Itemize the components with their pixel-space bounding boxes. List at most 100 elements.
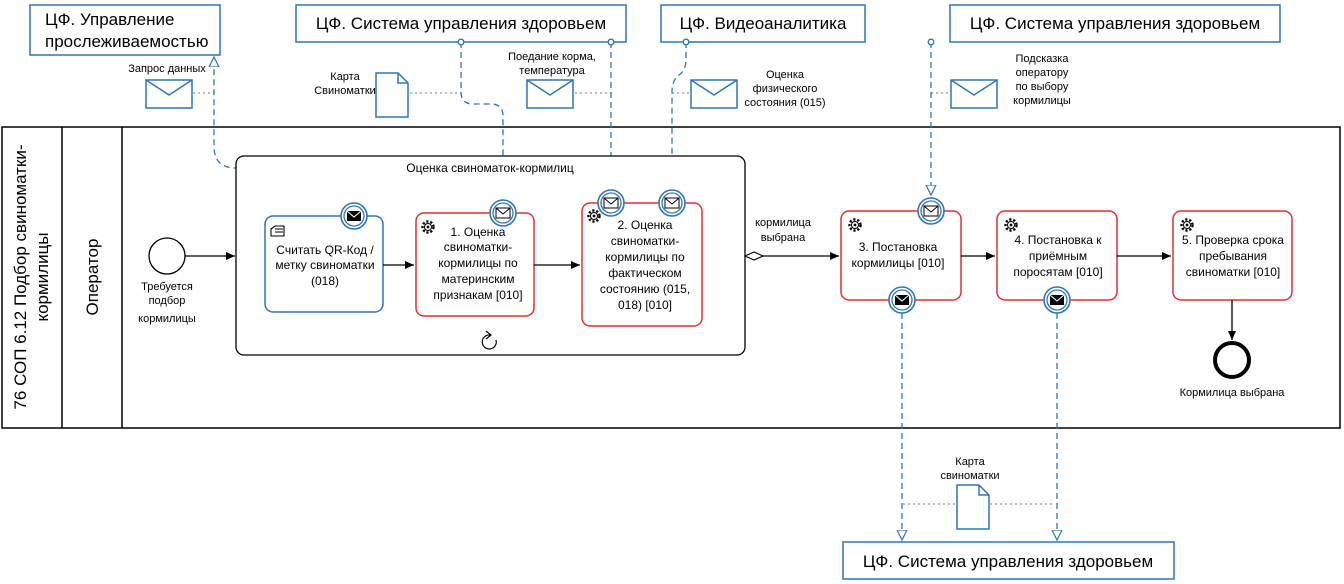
task-2-line-5: состоянию (015, [600, 282, 690, 296]
envelope-icon [923, 205, 939, 217]
task-2-line-6: 018) [010] [618, 298, 672, 312]
task-1-line-5: признакам [010] [433, 288, 522, 302]
envelope-icon [950, 79, 998, 109]
task-2-line-1: 2. Оценка [618, 218, 673, 232]
message-physical-line-2: физического [753, 83, 818, 95]
ext-health-top-1[interactable]: ЦФ. Система управления здоровьем [295, 4, 627, 43]
message-operator-hint-line-4: кормилицы [1013, 95, 1071, 107]
boundary-msg-scan[interactable] [340, 202, 368, 230]
envelope-icon [145, 79, 193, 109]
gear-icon [587, 209, 601, 223]
gear-icon [1180, 218, 1194, 232]
message-operator-hint-line-3: по выбору [1016, 81, 1069, 93]
boundary-msg-task-2-b[interactable] [658, 189, 686, 217]
boundary-msg-task-2-a[interactable] [597, 189, 625, 217]
boundary-msg-task-4-out[interactable] [1043, 286, 1071, 314]
task-3-line-2: кормилицы [010] [852, 256, 945, 270]
ext-health-bottom-label: ЦФ. Система управления здоровьем [863, 552, 1153, 571]
task-2-physical-assessment[interactable]: 2. Оценка свиноматки- кормилицы по факти… [581, 202, 703, 327]
ext-health-top-1-label: ЦФ. Система управления здоровьем [316, 14, 606, 33]
start-event[interactable] [148, 237, 186, 275]
message-feed-temp-line-1: Поедание корма, [508, 51, 596, 63]
pool-title-line-1: 76 СОП 6.12 Подбор свиноматки- [11, 144, 30, 409]
task-3-line-1: 3. Постановка [859, 240, 938, 254]
message-physical-state: Оценка физического состояния (015) [672, 69, 826, 109]
ext-video-analytics-label: ЦФ. Видеоаналитика [680, 14, 847, 33]
document-icon [375, 72, 409, 118]
start-event-label-line-1: Требуется [141, 281, 193, 293]
message-physical-line-3: состояния (015) [744, 97, 825, 109]
task-1-line-3: кормилицы по [438, 256, 518, 270]
start-event-label-line-3: кормилицы [138, 313, 196, 325]
ext-health-top-2[interactable]: ЦФ. Система управления здоровьем [949, 4, 1281, 43]
ext-health-top-2-label: ЦФ. Система управления здоровьем [970, 14, 1260, 33]
gear-icon [1004, 218, 1018, 232]
ext-traceability[interactable]: ЦФ. Управление прослеживаемостью [29, 4, 221, 56]
message-sow-card-top: Карта Свиноматки [314, 71, 461, 118]
document-icon [956, 484, 990, 530]
message-operator-hint-line-1: Подсказка [1016, 53, 1070, 65]
boundary-msg-task-3-out[interactable] [888, 286, 916, 314]
envelope-icon [1049, 294, 1065, 305]
message-feed-temp: Поедание корма, температура [508, 51, 611, 109]
message-operator-hint-line-2: оператору [1016, 67, 1069, 79]
task-1-line-1: 1. Оценка [451, 225, 506, 239]
task-scan-qr-line-3: (018) [311, 274, 339, 288]
task-3-assign-nurse[interactable]: 3. Постановка кормилицы [010] [840, 210, 962, 301]
message-feed-temp-line-2: температура [519, 65, 585, 77]
message-sow-card-bottom: Карта свиноматки [903, 456, 1055, 530]
loop-icon [481, 330, 497, 350]
task-scan-qr-line-1: Считать QR-Код / [276, 243, 374, 257]
task-4-line-1: 4. Постановка к [1014, 233, 1102, 247]
message-flow-physical[interactable] [672, 42, 687, 187]
task-1-maternal-assessment[interactable]: 1. Оценка свиноматки- кормилицы по матер… [415, 212, 535, 317]
message-data-request: Запрос данных [128, 63, 214, 109]
task-2-line-3: кормилицы по [605, 250, 685, 264]
message-sow-card-top-line-2: Свиноматки [314, 85, 376, 97]
task-5-line-1: 5. Проверка срока [1182, 233, 1284, 247]
envelope-icon [894, 294, 910, 305]
start-event-label-line-2: подбор [149, 295, 186, 307]
task-5-line-3: свиноматки [010] [1186, 265, 1281, 279]
ext-traceability-line-1: ЦФ. Управление [45, 10, 174, 29]
message-sow-card-bottom-line-2: свиноматки [940, 470, 999, 482]
flow-condition-line-2: выбрана [761, 232, 806, 244]
conditional-flow-diamond [743, 251, 765, 261]
task-2-line-4: фактическом [608, 266, 681, 280]
task-scan-qr[interactable]: Считать QR-Код / метку свиноматки (018) [264, 215, 384, 313]
envelope-icon [690, 79, 738, 109]
ext-health-bottom[interactable]: ЦФ. Система управления здоровьем [842, 541, 1175, 580]
task-4-assign-piglets[interactable]: 4. Постановка к приёмным поросятам [010] [996, 210, 1118, 301]
task-scan-qr-line-2: метку свиноматки [275, 258, 374, 272]
boundary-msg-task-3-in[interactable] [917, 197, 945, 225]
task-1-line-2: свиноматки- [444, 240, 512, 254]
envelope-icon [346, 210, 362, 221]
end-event[interactable] [1213, 341, 1251, 379]
pool-title: 76 СОП 6.12 Подбор свиноматки- кормилицы [11, 144, 52, 409]
ext-video-analytics[interactable]: ЦФ. Видеоаналитика [660, 4, 866, 43]
task-4-line-3: поросятам [010] [1013, 265, 1102, 279]
message-sow-card-bottom-line-1: Карта [955, 456, 985, 468]
boundary-msg-task-1[interactable] [489, 199, 517, 227]
pool-title-line-2: кормилицы [33, 232, 52, 321]
gear-icon [421, 220, 435, 234]
task-5-line-2: пребывания [1199, 249, 1267, 263]
task-1-line-4: материнским [442, 272, 515, 286]
end-event-label: Кормилица выбрана [1180, 387, 1286, 399]
message-sow-card-top-line-1: Карта [330, 71, 360, 83]
lane-title: Оператор [83, 239, 102, 316]
task-4-line-2: приёмным [1029, 249, 1087, 263]
envelope-icon [664, 197, 680, 209]
message-data-request-label: Запрос данных [128, 63, 206, 75]
subprocess-title: Оценка свиноматок-кормилиц [406, 161, 574, 175]
envelope-icon [495, 207, 511, 219]
task-5-check-stay[interactable]: 5. Проверка срока пребывания свиноматки … [1172, 210, 1293, 301]
message-flow-sow-card[interactable] [460, 42, 503, 197]
ext-traceability-line-2: прослеживаемостью [45, 32, 209, 51]
message-operator-hint: Подсказка оператору по выбору кормилицы [931, 53, 1071, 109]
task-2-line-2: свиноматки- [611, 234, 679, 248]
flow-condition-line-1: кормилица [755, 217, 812, 229]
envelope-icon [526, 79, 574, 109]
message-physical-line-1: Оценка [766, 69, 805, 81]
